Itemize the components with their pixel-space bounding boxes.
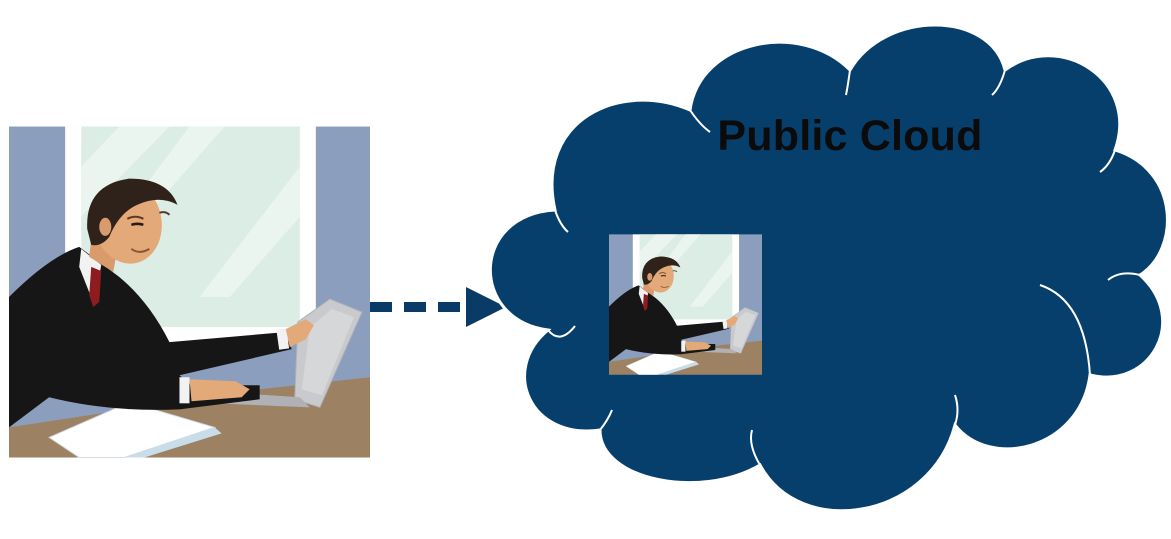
businessman-at-laptop-icon <box>609 234 762 375</box>
arrow-head-icon <box>466 287 506 327</box>
cloud-label: Public Cloud <box>717 112 983 160</box>
dashed-arrow <box>370 287 506 327</box>
cloud-businessman-illustration <box>609 234 762 375</box>
public-cloud-shape <box>488 23 1169 513</box>
businessman-illustration <box>9 126 370 458</box>
businessman-at-laptop-icon <box>9 126 370 458</box>
